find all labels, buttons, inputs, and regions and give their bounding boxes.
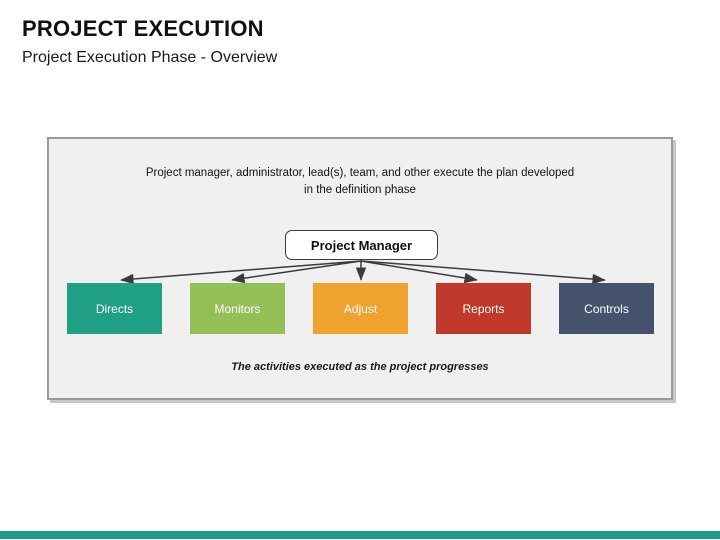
node-monitors[interactable]: Monitors	[190, 283, 285, 334]
diagram-caption: The activities executed as the project p…	[231, 361, 489, 373]
node-adjust[interactable]: Adjust	[313, 283, 408, 334]
diagram-intro-line-1: Project manager, administrator, lead(s),…	[145, 167, 575, 179]
diagram-intro-line-2: in the definition phase	[304, 184, 416, 196]
node-directs-label: Directs	[95, 301, 134, 316]
page-subtitle: Project Execution Phase - Overview	[22, 49, 278, 66]
arrow-to-monitors	[231, 260, 362, 284]
node-reports-label: Reports	[462, 301, 505, 316]
node-monitors-label: Monitors	[214, 301, 261, 316]
node-controls-label: Controls	[584, 301, 629, 316]
diagram-intro-text: Project manager, administrator, lead(s),…	[49, 165, 671, 199]
node-controls[interactable]: Controls	[559, 283, 654, 334]
diagram-frame: Project manager, administrator, lead(s),…	[47, 137, 673, 400]
arrow-to-reports	[360, 260, 478, 284]
arrow-to-directs	[120, 260, 362, 285]
node-adjust-label: Adjust	[343, 301, 378, 316]
page-title: PROJECT EXECUTION	[22, 16, 264, 41]
arrow-connectors	[120, 260, 606, 285]
node-project-manager-label: Project Manager	[310, 237, 413, 253]
footer-accent-bar	[0, 531, 720, 539]
node-project-manager[interactable]: Project Manager	[285, 230, 438, 260]
arrow-to-controls	[360, 260, 606, 285]
node-reports[interactable]: Reports	[436, 283, 531, 334]
node-directs[interactable]: Directs	[67, 283, 162, 334]
